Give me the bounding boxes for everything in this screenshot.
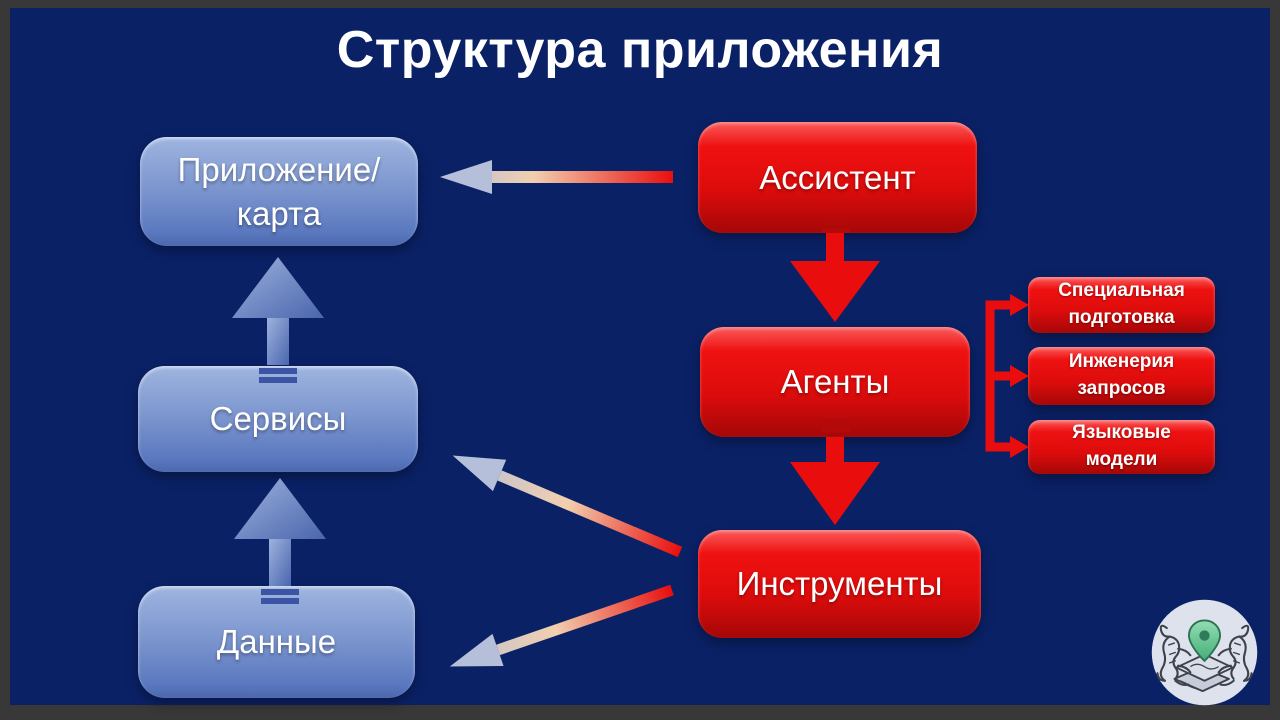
node-assistant: Ассистент [698,122,977,233]
node-prompt-engineering: Инженерия запросов [1028,347,1215,405]
node-label-line: Приложение/ [177,150,381,188]
node-label-line: запросов [1077,378,1166,399]
node-label-line: Специальная [1058,280,1185,302]
node-label-line: модели [1085,449,1158,470]
map-layers-icon [1173,653,1234,693]
node-label: Ассистент [759,158,916,196]
node-special-training: Специальная подготовка [1028,277,1215,333]
node-label-line: карта [236,194,322,232]
map-pin-icon [1188,619,1221,663]
heraldic-animal-right-icon [1217,624,1253,687]
logo-emblem [1151,599,1258,706]
node-label: Агенты [780,363,890,401]
node-application-map: Приложение/ карта [140,137,418,246]
node-tools: Инструменты [698,530,981,638]
slide-title: Структура приложения [336,21,944,79]
node-services: Сервисы [138,366,418,472]
node-label-line: Инженерия [1068,351,1175,373]
node-label-line: подготовка [1068,307,1175,328]
node-data: Данные [138,586,415,698]
node-agents: Агенты [700,327,970,437]
logo-badge [1148,596,1261,709]
node-label: Данные [216,623,337,661]
node-language-models: Языковые модели [1028,420,1215,474]
node-label: Инструменты [736,565,943,603]
node-label: Сервисы [209,400,347,438]
node-label-line: Языковые [1072,422,1171,444]
